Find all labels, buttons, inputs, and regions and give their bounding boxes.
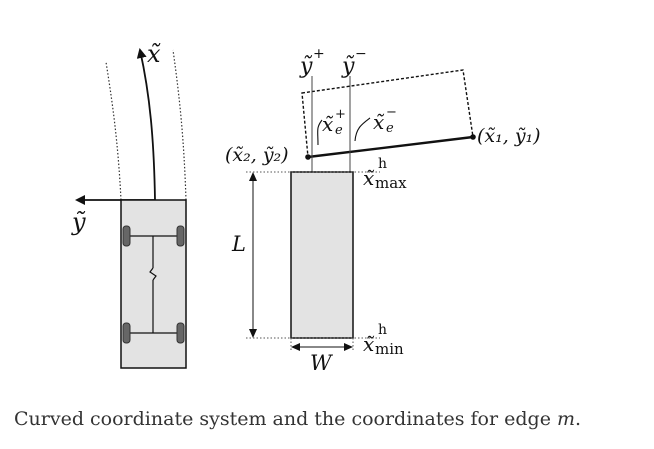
caption-text: Curved coordinate system and the coordin…	[14, 408, 557, 430]
footprint-rect	[290, 171, 354, 339]
vehicle-diagram: x̃ ỹ	[71, 40, 187, 369]
x-tilde-axis-arrow	[136, 48, 156, 201]
xe-minus-label: x̃	[373, 110, 385, 134]
y-plus-label: ỹ	[299, 54, 313, 79]
figure-caption: Curved coordinate system and the coordin…	[14, 408, 581, 430]
xmax-sub: max	[375, 174, 407, 192]
y-tilde-label: ỹ	[71, 208, 86, 236]
xmin-sub: min	[375, 340, 404, 358]
y-minus-label: ỹ	[341, 54, 355, 79]
xe-minus-sup: −	[386, 105, 397, 120]
xmin-label: x̃	[363, 332, 375, 356]
right-boundary-dotted-curve	[172, 49, 187, 201]
left-boundary-dotted-curve	[105, 61, 122, 201]
coordinate-diagram: x̃ ỹ ỹ + ỹ − x̃ + e x̃ − e (x̃₂, ỹ₂)	[71, 40, 541, 375]
wheel-rear-left	[122, 322, 131, 344]
point1-dot	[470, 134, 476, 140]
xmax-sup: h	[378, 156, 387, 172]
caption-period: .	[575, 408, 582, 430]
wheel-front-right	[176, 225, 185, 247]
xe-plus-sup: +	[335, 107, 346, 122]
chassis-break	[149, 267, 157, 281]
point1-label: (x̃₁, ỹ₁)	[477, 125, 541, 147]
length-arrow-top	[249, 172, 257, 181]
length-label: L	[231, 232, 246, 256]
wheel-rear-right	[176, 322, 185, 344]
width-label: W	[310, 351, 334, 375]
width-arrow-right	[344, 343, 353, 351]
wheel-front-left	[122, 225, 131, 247]
xe-plus-leader	[317, 119, 323, 146]
length-arrow-bottom	[249, 329, 257, 338]
xe-minus-sub: e	[386, 121, 394, 136]
caption-edge-variable: m	[556, 408, 576, 430]
xe-plus-label: x̃	[322, 112, 334, 136]
xmin-sup: h	[378, 322, 387, 338]
x-tilde-label: x̃	[147, 40, 161, 68]
xe-plus-sub: e	[335, 123, 343, 138]
point2-dot	[305, 154, 311, 160]
xe-minus-leader	[354, 117, 371, 142]
edge-coordinates-diagram: ỹ + ỹ − x̃ + e x̃ − e (x̃₂, ỹ₂) (x̃₁, ỹ₁…	[225, 46, 541, 375]
edge-m-segment	[307, 135, 474, 159]
y-minus-sup: −	[355, 46, 367, 62]
y-plus-sup: +	[313, 46, 325, 62]
xmax-label: x̃	[363, 166, 375, 190]
width-arrow-left	[291, 343, 300, 351]
point2-label: (x̃₂, ỹ₂)	[225, 144, 289, 166]
